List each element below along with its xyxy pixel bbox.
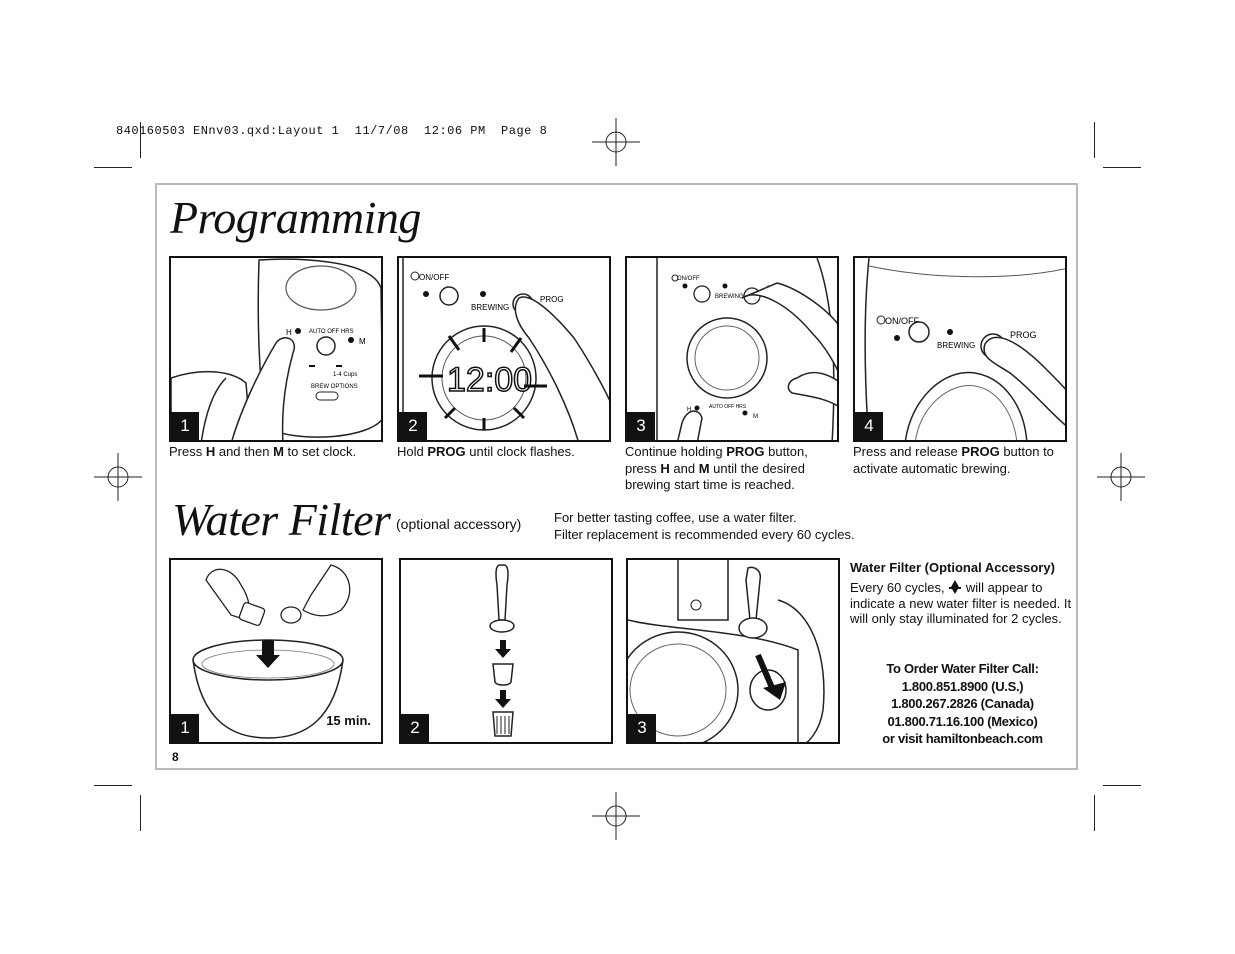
svg-text:BREW OPTIONS: BREW OPTIONS — [311, 384, 358, 390]
step-number-badge: 2 — [399, 412, 427, 440]
registration-mark-top — [592, 118, 640, 166]
svg-text:AUTO OFF HRS: AUTO OFF HRS — [709, 404, 747, 410]
step1-h-label: H — [286, 328, 292, 337]
svg-text:BREWING: BREWING — [937, 341, 975, 350]
soak-time-label: 15 min. — [326, 713, 371, 728]
svg-text:H: H — [687, 407, 691, 413]
svg-text:BREWING: BREWING — [715, 294, 744, 300]
page-number: 8 — [172, 750, 179, 764]
water-filter-info-heading: Water Filter (Optional Accessory) — [850, 560, 1055, 575]
step-number-badge: 2 — [401, 714, 429, 742]
programming-step-3-caption: Continue holding PROG button, press H an… — [625, 444, 808, 492]
programming-step-2-caption: Hold PROG until clock flashes. — [397, 444, 575, 459]
water-filter-info-text: Every 60 cycles, will appear to indicate… — [850, 580, 1072, 626]
svg-text:BREWING: BREWING — [471, 303, 509, 312]
svg-text:1-4 Cups: 1-4 Cups — [333, 372, 357, 378]
water-filter-step-2-illustration: 2 — [399, 558, 613, 744]
water-filter-subtitle: (optional accessory) — [396, 516, 522, 532]
water-filter-intro: For better tasting coffee, use a water f… — [554, 510, 855, 542]
svg-text:M: M — [753, 414, 758, 420]
registration-mark-bottom — [592, 792, 640, 840]
programming-step-1-caption: Press H and then M to set clock. — [169, 444, 357, 459]
programming-step-4-illustration: ON/OFF BREWING PROG 4 — [853, 256, 1067, 442]
svg-text:12:00: 12:00 — [447, 361, 532, 399]
svg-text:ON/OFF: ON/OFF — [419, 273, 449, 282]
registration-mark-right — [1097, 453, 1145, 501]
order-water-filter-contact: To Order Water Filter Call: 1.800.851.89… — [882, 661, 1043, 746]
svg-text:ON/OFF: ON/OFF — [885, 316, 919, 326]
svg-text:PROG: PROG — [540, 295, 564, 304]
water-filter-step-1-illustration: 1 15 min. — [169, 558, 383, 744]
programming-step-1-illustration: H AUTO OFF HRS M 1-4 Cups BREW OPTIONS 1 — [169, 256, 383, 442]
svg-text:AUTO OFF HRS: AUTO OFF HRS — [309, 329, 354, 335]
step-number-badge: 4 — [855, 412, 883, 440]
programming-step-3-illustration: ON/OFF BREWING PROG H AUTO OFF HRS M 3 — [625, 256, 839, 442]
svg-text:ON/OFF: ON/OFF — [677, 276, 700, 282]
step-number-badge: 1 — [171, 412, 199, 440]
programming-step-2-illustration: ON/OFF BREWING PROG 12:00 2 — [397, 256, 611, 442]
step-number-badge: 3 — [628, 714, 656, 742]
programming-heading: Programming — [170, 192, 421, 243]
svg-text:PROG: PROG — [1010, 330, 1037, 340]
water-filter-step-3-illustration: 3 — [626, 558, 840, 744]
water-filter-indicator-icon — [949, 580, 962, 594]
print-slug: 840160503 ENnv03.qxd:Layout 1 11/7/08 12… — [116, 124, 548, 138]
water-filter-heading: Water Filter — [172, 494, 391, 545]
programming-step-4-caption: Press and release PROG button to activat… — [853, 444, 1054, 476]
svg-text:M: M — [359, 337, 366, 346]
step-number-badge: 3 — [627, 412, 655, 440]
registration-mark-left — [94, 453, 142, 501]
step-number-badge: 1 — [171, 714, 199, 742]
